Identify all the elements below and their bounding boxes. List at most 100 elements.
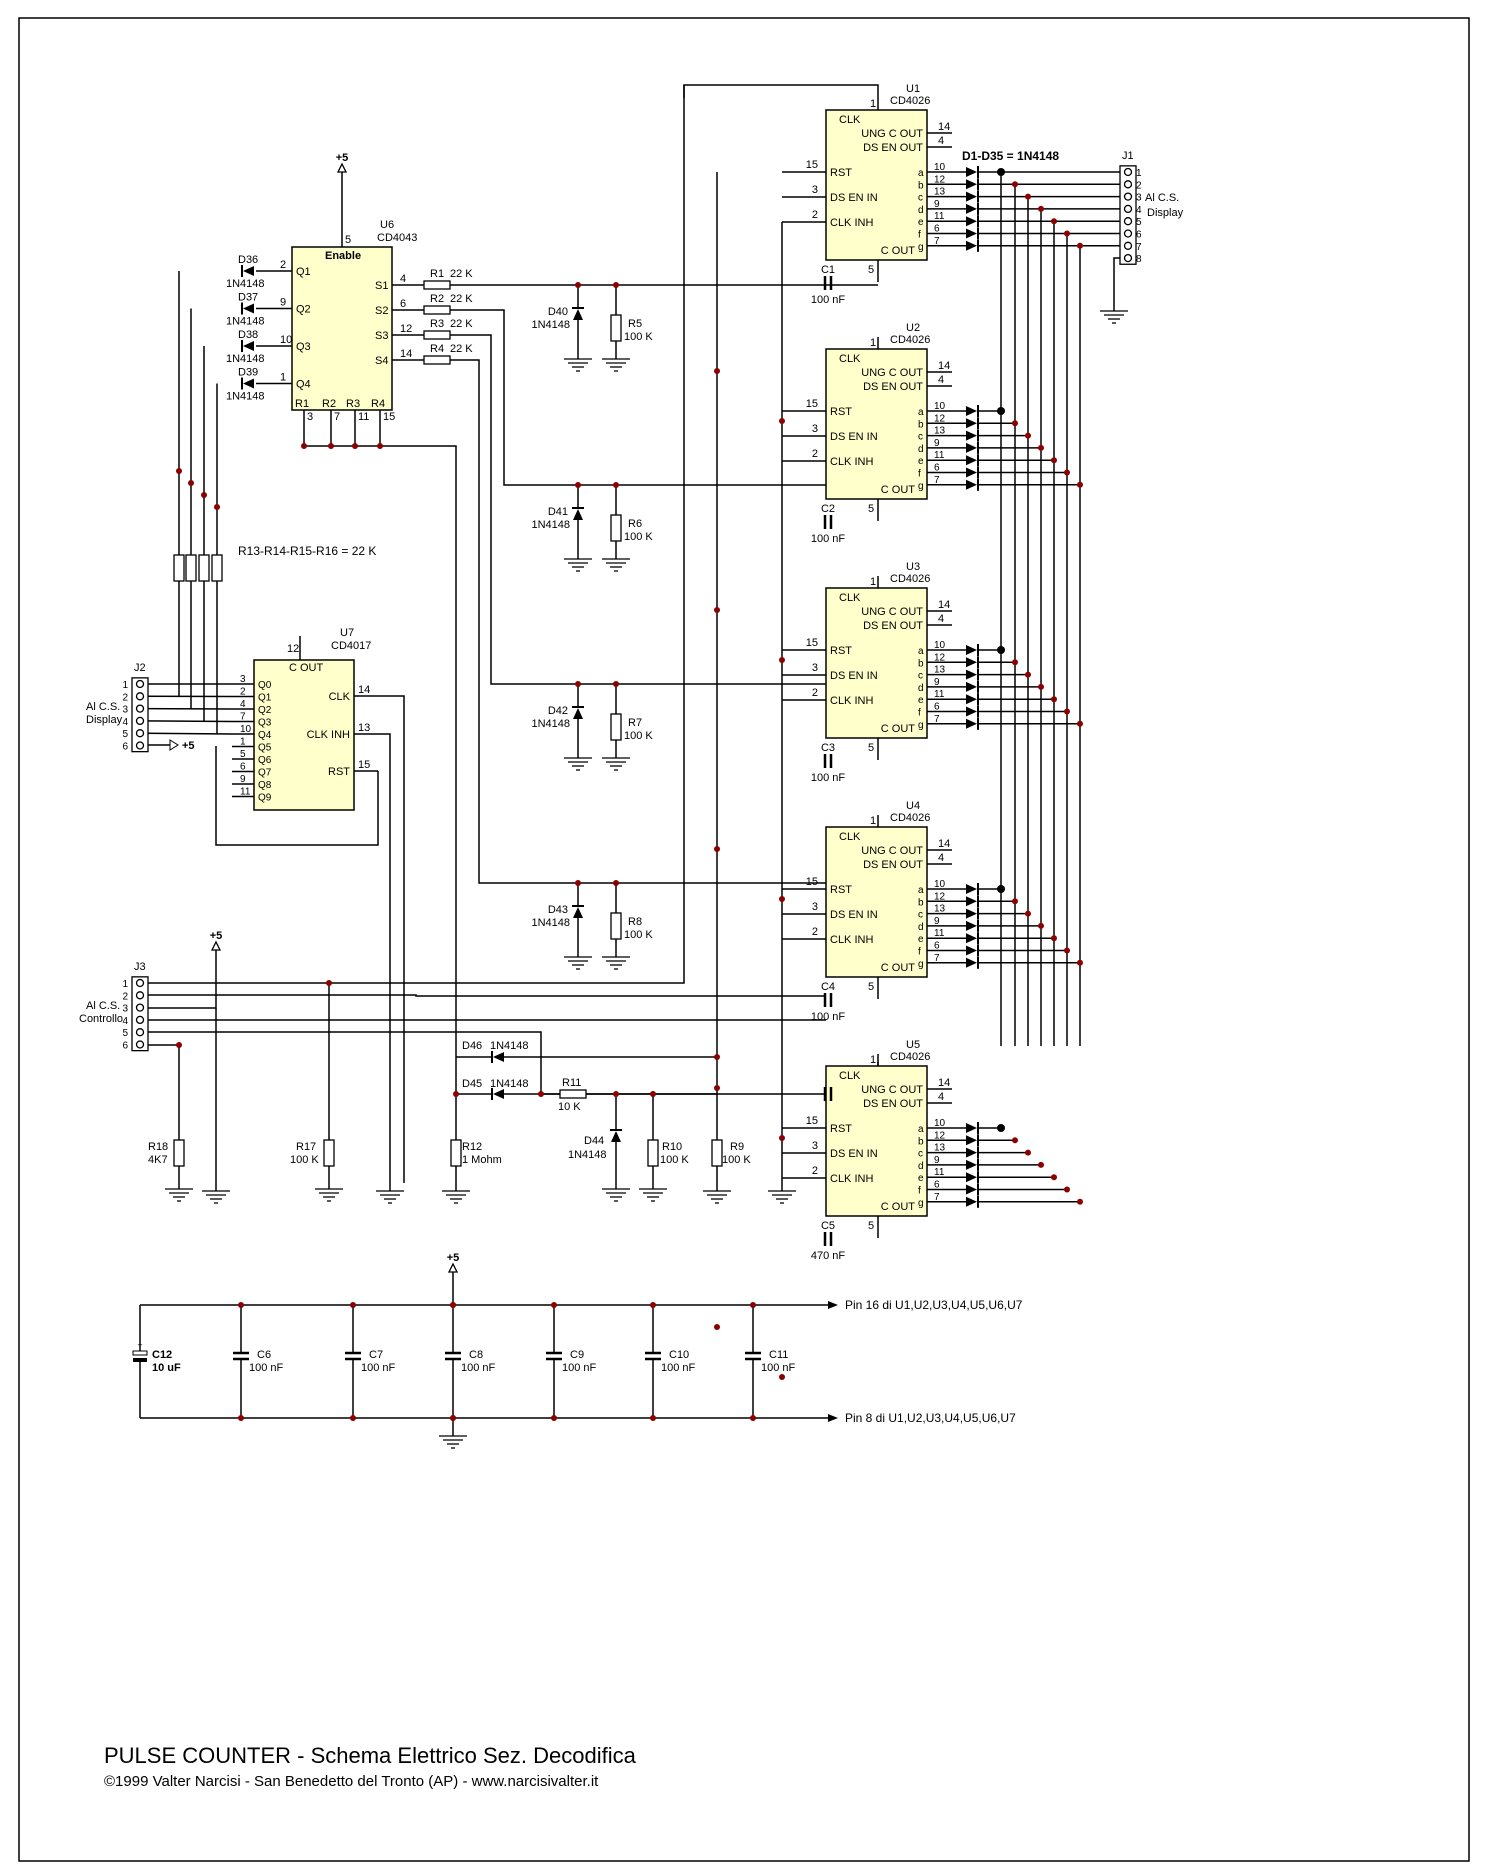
pin-name: C OUT: [881, 723, 916, 735]
resistor-value: 100 K: [624, 730, 653, 742]
pin-name: DS EN OUT: [863, 620, 923, 632]
segment-diode: [966, 884, 977, 894]
pin-number: 2: [280, 259, 286, 271]
segment-diode: [966, 908, 977, 919]
connector-j2: [131, 677, 149, 753]
junction-dot: [1051, 935, 1057, 942]
pin-name: Q7: [258, 768, 272, 779]
pin-name: RST: [830, 406, 852, 418]
wire: [143, 720, 233, 723]
pin-name: CLK INH: [307, 729, 350, 741]
junction-dot: [188, 480, 194, 486]
junction-dot: [1025, 910, 1031, 917]
diode-ref: D44: [584, 1135, 604, 1147]
pin-number: 6: [934, 463, 940, 474]
pin-name: R3: [346, 398, 360, 410]
pin-name: S1: [375, 280, 388, 292]
junction-dot: [238, 1415, 244, 1421]
diode-value: 1N4148: [568, 1149, 607, 1161]
pin-name: g: [918, 959, 924, 970]
connector-label: Display: [86, 714, 123, 726]
segment-diode: [966, 957, 977, 968]
wire: [683, 84, 879, 98]
pin-number: 1: [870, 98, 876, 110]
connector-label: Controllo: [79, 1013, 123, 1025]
pin-number: 6: [934, 224, 940, 235]
junction-dot: [1038, 205, 1044, 212]
pin-name: e: [918, 934, 924, 945]
diode-ref: D41: [548, 506, 568, 518]
junction-dot: [575, 681, 581, 687]
resistor-ref: R11: [562, 1077, 581, 1089]
resistor-r9: [711, 1139, 723, 1167]
connector-label: Al C.S.: [86, 701, 120, 713]
ic-part: CD4026: [890, 812, 930, 824]
junction-dot: [453, 1091, 459, 1097]
pin-name: a: [918, 407, 924, 418]
pin-name: RST: [830, 645, 852, 657]
pin-number: 7: [934, 475, 940, 486]
connector-pin-number: 7: [1136, 242, 1142, 253]
pin-number: 14: [358, 684, 370, 696]
pin-number: 10: [934, 162, 946, 173]
pin-number: 2: [812, 926, 818, 938]
pin-number: 4: [938, 374, 944, 386]
diode-value: 1N4148: [226, 278, 265, 290]
junction-dot: [1025, 432, 1031, 439]
junction-dot: [1064, 230, 1070, 237]
pin-number: 3: [307, 411, 313, 423]
pin-name: b: [918, 419, 924, 430]
diode-ref: D46: [462, 1040, 482, 1052]
pin-name: S4: [375, 355, 388, 367]
connector-pin-number: 6: [122, 1041, 128, 1052]
junction-dot: [1051, 696, 1057, 703]
junction-dot: [328, 443, 334, 449]
pin-number: 11: [358, 411, 369, 423]
pin-name: Q3: [258, 718, 272, 729]
segment-diode: [966, 1196, 977, 1207]
pin-name: b: [918, 180, 924, 191]
ic-u5: [825, 1065, 928, 1217]
junction-dot: [613, 1091, 619, 1097]
segment-diode: [966, 1135, 977, 1146]
segment-diode: [966, 706, 977, 717]
connector-pin: [1123, 204, 1133, 214]
pin-name: d: [918, 683, 924, 694]
wire: [378, 733, 391, 1185]
pin16-note: Pin 16 di U1,U2,U3,U4,U5,U6,U7: [845, 1298, 1023, 1312]
s-resistor: [423, 280, 451, 290]
connector-pin-number: 2: [122, 692, 128, 703]
segment-diode: [966, 240, 977, 251]
diode-ref: D36: [238, 254, 258, 266]
junction-dot: [997, 407, 1005, 415]
copyright-line: ©1999 Valter Narcisi - San Benedetto del…: [104, 1773, 599, 1790]
junction-dot: [714, 607, 720, 613]
segment-diode: [966, 645, 977, 655]
wire: [450, 359, 878, 884]
pin-number: 4: [938, 613, 944, 625]
pin-number: 9: [934, 677, 940, 688]
cap-ref: C9: [570, 1349, 584, 1361]
diode-value: 1N4148: [531, 917, 570, 929]
pin-name: e: [918, 695, 924, 706]
pin-number: 4: [938, 135, 944, 147]
junction-dot: [997, 885, 1005, 893]
segment-diode: [966, 479, 977, 490]
pulldown-resistor: [610, 514, 622, 542]
q-diode: [243, 303, 254, 314]
sheet-frame: [18, 17, 1470, 1862]
vcc-arrow: [336, 162, 348, 173]
pin-number: 9: [934, 916, 940, 927]
wire: [140, 85, 685, 984]
cap-ref: C1: [821, 264, 835, 276]
ic-u4: [825, 826, 928, 978]
junction-dot: [1012, 659, 1018, 666]
pin-name: e: [918, 456, 924, 467]
diode-value: 1N4148: [531, 519, 570, 531]
pin-name: d: [918, 922, 924, 933]
diode-value: 1N4148: [226, 353, 265, 365]
ladder-resistor: [211, 554, 223, 582]
cap-ref: C6: [257, 1349, 271, 1361]
resistor-r12: [450, 1139, 462, 1167]
